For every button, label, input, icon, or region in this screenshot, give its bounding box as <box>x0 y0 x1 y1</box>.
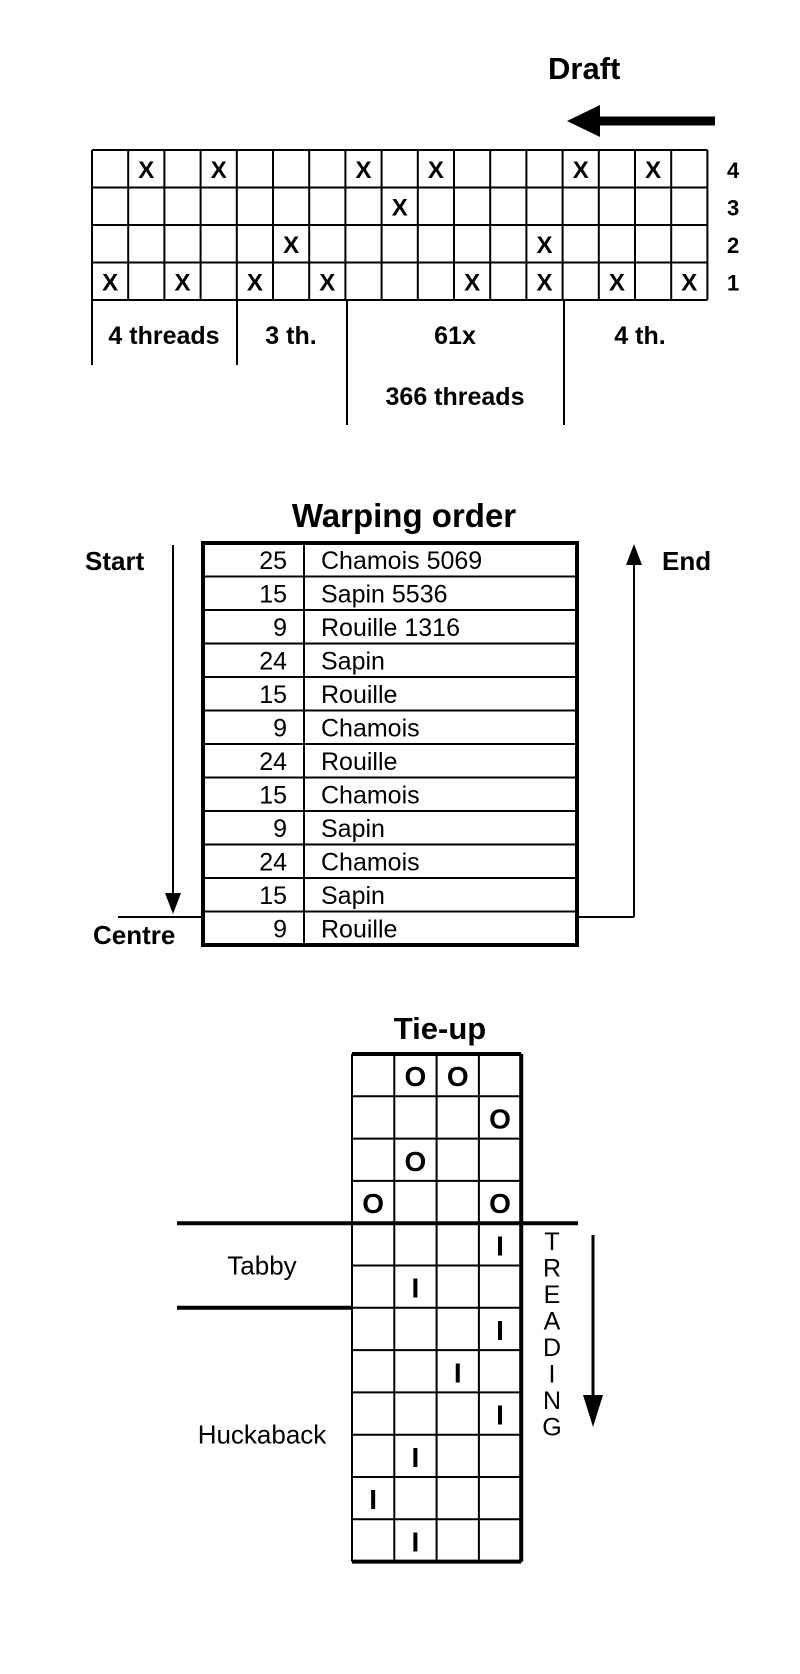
tieup-mark: O <box>405 1061 427 1092</box>
section-sublabel: 366 threads <box>386 383 525 411</box>
warp-count: 15 <box>259 580 287 608</box>
draft-mark: X <box>609 269 625 296</box>
treading-letter: D <box>543 1334 561 1362</box>
treadling-mark: I <box>369 1484 377 1515</box>
warp-color: Sapin <box>321 647 385 675</box>
warp-color: Sapin <box>321 815 385 843</box>
warp-count: 24 <box>259 748 287 776</box>
treadling-group-label: Huckaback <box>198 1420 328 1450</box>
tieup-mark: O <box>362 1188 384 1219</box>
tieup-mark: O <box>489 1188 511 1219</box>
tieup-mark: O <box>447 1061 469 1092</box>
start-label: Start <box>85 546 145 576</box>
warp-color: Chamois <box>321 781 420 809</box>
treadling-mark: I <box>454 1357 462 1388</box>
draft-mark: X <box>174 269 190 296</box>
start-to-centre-arrow <box>165 545 181 914</box>
draft-title: Draft <box>548 51 620 86</box>
treading-letter: E <box>544 1281 561 1309</box>
treading-letter: R <box>543 1255 561 1283</box>
shaft-numbers: 4 3 2 1 <box>727 158 740 296</box>
warp-count: 9 <box>273 815 287 843</box>
draft-mark: X <box>536 269 552 296</box>
tieup-title: Tie-up <box>394 1011 486 1046</box>
treading-letter: A <box>544 1308 561 1336</box>
draft-mark: X <box>138 157 154 184</box>
warp-color: Chamois 5069 <box>321 547 482 575</box>
draft-mark: X <box>536 232 552 259</box>
warp-count: 15 <box>259 681 287 709</box>
treadling-mark: I <box>496 1230 504 1261</box>
section-label: 61x <box>434 322 476 350</box>
warp-count: 24 <box>259 848 287 876</box>
treading-letter: N <box>543 1387 561 1415</box>
treadling-mark: I <box>412 1442 420 1473</box>
treadling-mark: I <box>412 1526 420 1557</box>
shaft-number: 3 <box>727 195 739 220</box>
treadling-mark: I <box>496 1400 504 1431</box>
draft-mark: X <box>355 157 371 184</box>
warp-color: Chamois <box>321 714 420 742</box>
warp-count: 24 <box>259 647 287 675</box>
treadling-mark: I <box>412 1273 420 1304</box>
draft-mark: X <box>283 232 299 259</box>
section-label: 4 threads <box>108 322 219 350</box>
centre-label: Centre <box>93 920 175 950</box>
treading-letter: G <box>542 1414 561 1442</box>
shaft-number: 1 <box>727 270 739 295</box>
draft-mark: X <box>102 269 118 296</box>
warp-count: 25 <box>259 547 287 575</box>
warping-order-table: 25 Chamois 5069 15 Sapin 5536 9 Rouille 1316 2… <box>201 541 579 947</box>
warp-color: Rouille <box>321 681 397 709</box>
section-label: 4 th. <box>614 322 665 350</box>
warping-order-title: Warping order <box>292 497 516 534</box>
treadling-mark: I <box>496 1315 504 1346</box>
warp-color: Rouille 1316 <box>321 614 460 642</box>
draft-mark: X <box>645 157 661 184</box>
draft-mark: X <box>319 269 335 296</box>
warp-count: 15 <box>259 882 287 910</box>
draft-direction-arrow <box>567 105 715 137</box>
draft-mark: X <box>464 269 480 296</box>
warp-count: 9 <box>273 915 287 943</box>
shaft-number: 2 <box>727 233 739 258</box>
tieup-mark: O <box>489 1103 511 1134</box>
draft-mark: X <box>211 157 227 184</box>
warp-color: Sapin <box>321 882 385 910</box>
warp-count: 15 <box>259 781 287 809</box>
treading-letter: T <box>544 1228 559 1256</box>
tieup-mark: O <box>405 1146 427 1177</box>
warp-color: Rouille <box>321 748 397 776</box>
warp-color: Rouille <box>321 915 397 943</box>
treading-letter: I <box>549 1361 556 1389</box>
warp-count: 9 <box>273 714 287 742</box>
thread-sections: 4 threads 3 th. 61x 366 threads 4 th. <box>91 300 666 425</box>
draft-mark: X <box>681 269 697 296</box>
warp-color: Sapin 5536 <box>321 580 448 608</box>
draft-mark: X <box>247 269 263 296</box>
draft-mark: X <box>573 157 589 184</box>
treadling-group-label: Tabby <box>227 1251 296 1281</box>
treadling-direction-arrow <box>583 1235 603 1427</box>
shaft-number: 4 <box>727 158 740 183</box>
draft-mark: X <box>392 194 408 221</box>
section-label: 3 th. <box>265 322 316 350</box>
centre-to-end-arrow <box>578 544 642 918</box>
draft-mark: X <box>428 157 444 184</box>
warp-count: 9 <box>273 614 287 642</box>
end-label: End <box>662 546 711 576</box>
warp-color: Chamois <box>321 848 420 876</box>
